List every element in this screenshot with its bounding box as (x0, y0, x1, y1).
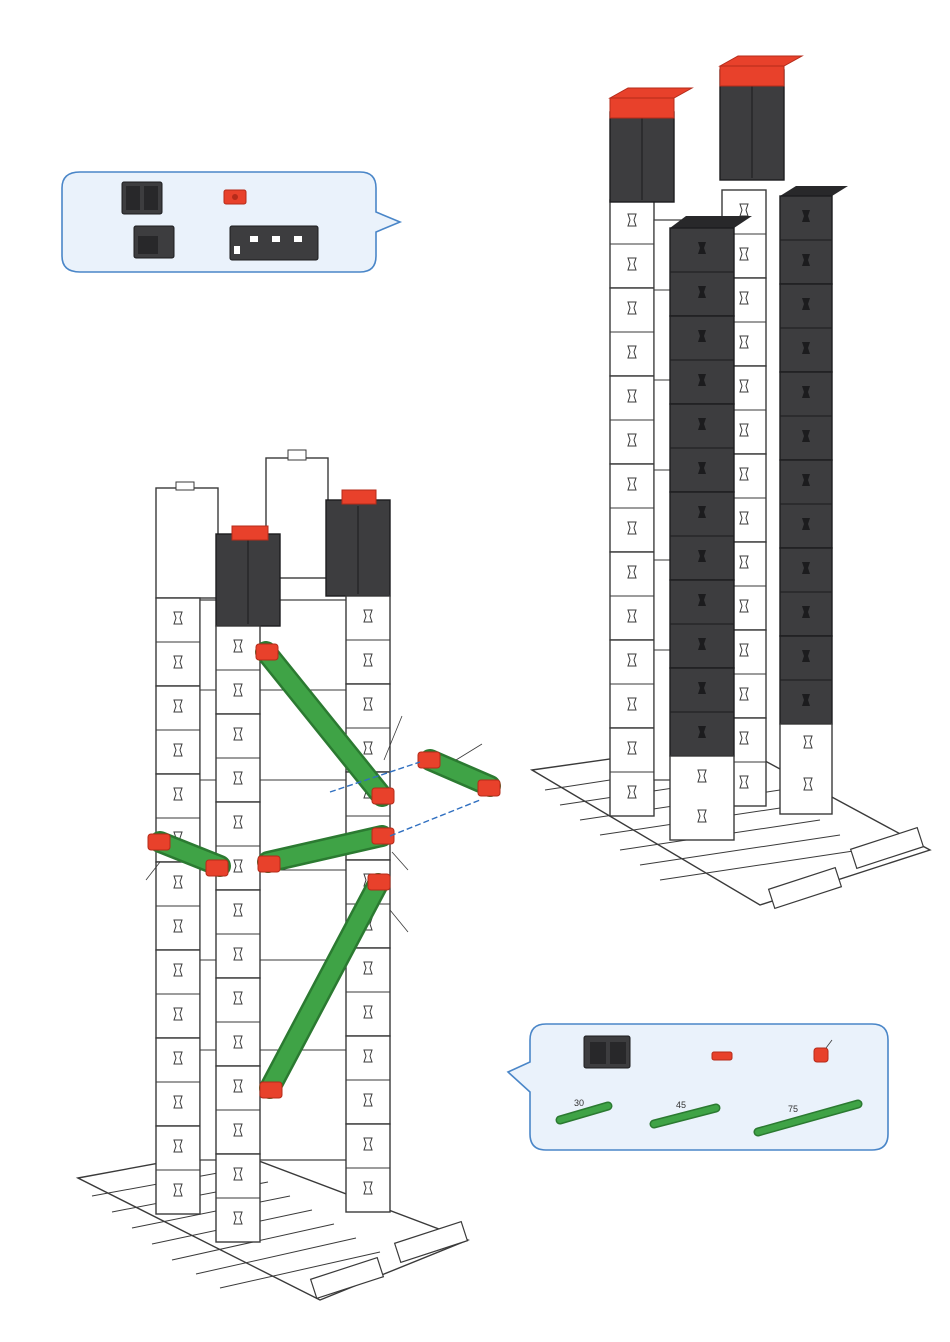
white-column (610, 200, 654, 816)
parts-callout-top (62, 172, 400, 272)
black-block-top-left (216, 526, 280, 626)
black-block-top-right (720, 56, 802, 180)
black-block-top-right (326, 490, 390, 596)
strut-length-label: 30 (574, 1098, 584, 1108)
tower-assembly-step (78, 450, 500, 1300)
base-plate-icon (78, 1150, 468, 1300)
building-block-icon (134, 226, 174, 258)
completed-tower-assembly (532, 56, 930, 908)
building-block-icon (122, 182, 162, 214)
connector-icon (224, 190, 246, 204)
building-block-icon (230, 226, 318, 260)
black-block-top-left (610, 88, 692, 202)
white-column (216, 626, 260, 1242)
connector-icon (712, 1052, 732, 1060)
strut-length-label: 45 (676, 1100, 686, 1110)
parts-callout-bottom: 30 45 75 (508, 1024, 888, 1150)
strut-length-label: 75 (788, 1104, 798, 1114)
building-block-icon (584, 1036, 630, 1068)
black-column-right (780, 186, 848, 814)
